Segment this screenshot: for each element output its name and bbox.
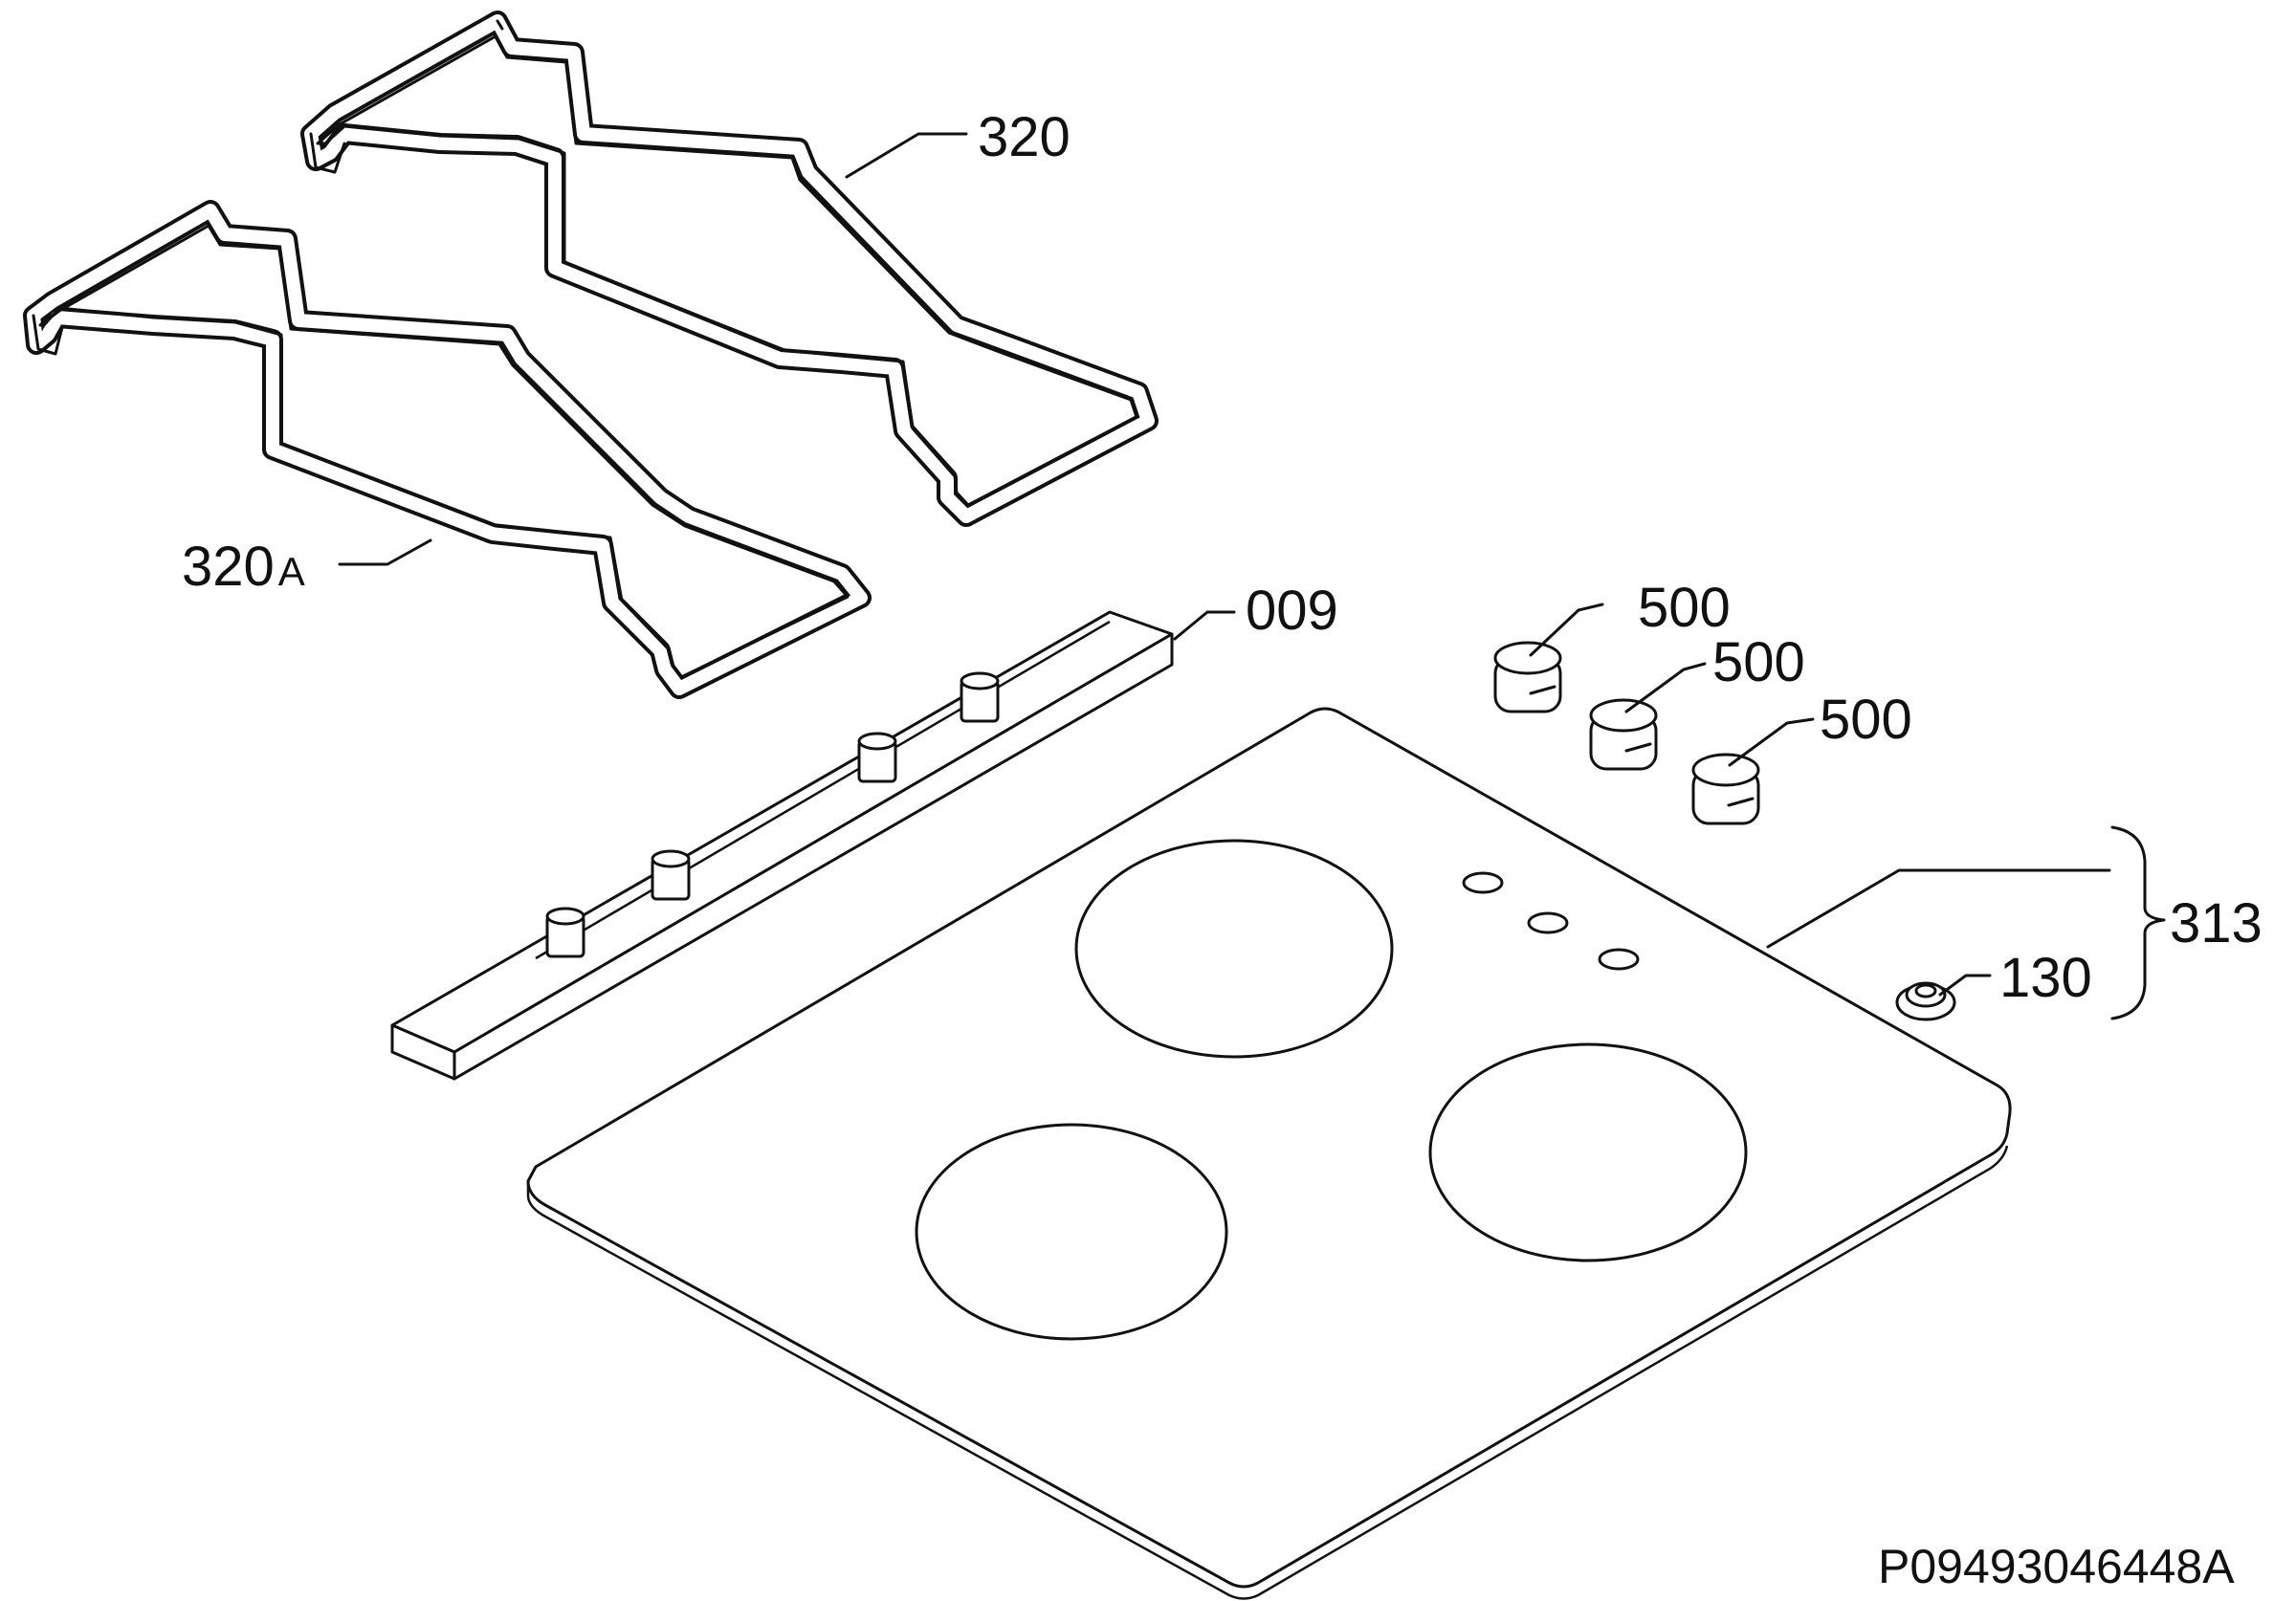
diagram-code: P09493046448A: [1878, 1540, 2235, 1593]
pan-support-grid-rear: [300, 11, 1159, 527]
cooking-zone-front-left: [915, 1123, 1228, 1341]
knob-hole-1: [1462, 871, 1504, 894]
cooking-zone-front-right: [1428, 1042, 1748, 1262]
label-320: 320: [978, 106, 1071, 168]
hob-top-plate: [526, 707, 2012, 1600]
panel-button-4: [960, 671, 1000, 723]
label-500-2: 500: [1712, 631, 1805, 693]
label-500-1: 500: [1638, 577, 1731, 639]
control-knob-3: [1691, 753, 1760, 825]
part-labels: 320 320A 009 500 500 500 313 130 P094930…: [182, 106, 2263, 1593]
label-320a: 320A: [182, 536, 305, 598]
panel-button-1: [545, 907, 585, 958]
pan-support-grid-front: [23, 200, 872, 699]
control-panel-strip: [390, 610, 1174, 1081]
leader-lines: [338, 132, 2166, 1020]
knob-hole-2: [1527, 911, 1569, 934]
label-500-3: 500: [1820, 689, 1912, 751]
label-009: 009: [1246, 580, 1338, 642]
label-313: 313: [2170, 892, 2263, 954]
cooking-zone-rear-left: [1074, 839, 1394, 1059]
panel-button-3: [857, 732, 897, 783]
panel-button-2: [651, 849, 691, 901]
label-130: 130: [1999, 947, 2092, 1009]
control-knob-1: [1493, 641, 1562, 713]
control-knob-2: [1589, 698, 1658, 771]
knob-hole-3: [1598, 948, 1640, 971]
